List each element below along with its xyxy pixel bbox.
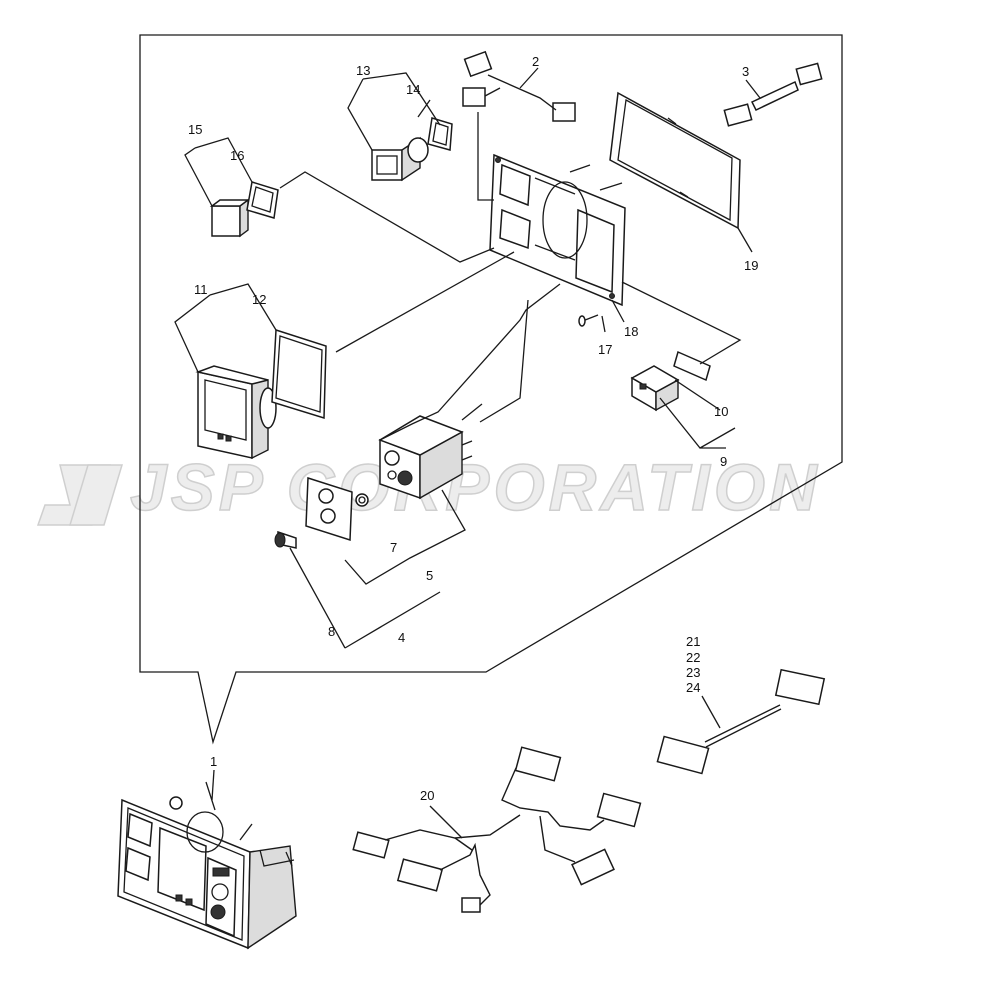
callout-2: 2	[532, 54, 539, 69]
meter-gasket-part	[271, 328, 327, 420]
callout-11: 11	[194, 282, 208, 297]
extension-cable-part	[656, 668, 826, 775]
leader-lines-lower	[211, 695, 721, 839]
main-harness-part	[352, 746, 642, 913]
callout-23: 23	[686, 665, 700, 680]
wire-harness-2-part	[462, 50, 576, 122]
callout-1: 1	[210, 754, 217, 769]
callout-labels: 1 2 3 4 5 7 8 9 10 11 12 13 14 15 16 17 …	[188, 54, 758, 803]
callout-8: 8	[328, 624, 335, 639]
nut-part	[355, 493, 369, 507]
toggle-switch-part	[630, 365, 680, 412]
sensor-cable-part	[723, 62, 823, 127]
callout-3: 3	[742, 64, 749, 79]
callout-7: 7	[390, 540, 397, 555]
callout-4: 4	[398, 630, 405, 645]
callout-24: 24	[686, 680, 700, 695]
watermark-logo	[36, 464, 124, 526]
mounting-bracket-part	[489, 153, 626, 307]
callout-22: 22	[686, 650, 700, 665]
leader-lines	[174, 67, 761, 649]
key-part	[274, 530, 297, 549]
switch-plate-part	[305, 476, 353, 542]
rocker-switch-part	[371, 136, 429, 182]
switch-box-part	[378, 415, 473, 500]
callout-13: 13	[356, 63, 370, 78]
panel-assembly-part	[117, 781, 297, 950]
callout-20: 20	[420, 788, 434, 803]
callout-9: 9	[720, 454, 727, 469]
exploded-view-frame	[139, 34, 843, 745]
screw-part	[578, 314, 599, 327]
callout-14: 14	[406, 82, 420, 97]
callout-10: 10	[714, 404, 728, 419]
callout-18: 18	[624, 324, 638, 339]
callout-17: 17	[598, 342, 612, 357]
callout-19: 19	[744, 258, 758, 273]
switch-gasket-part	[427, 117, 453, 151]
callout-16: 16	[230, 148, 244, 163]
meter-part	[195, 365, 277, 460]
gasket-frame-part	[609, 91, 741, 230]
callout-15: 15	[188, 122, 202, 137]
watermark-text: JSP CORPORATION	[130, 450, 821, 524]
toggle-gasket-part	[673, 350, 711, 382]
callout-5: 5	[426, 568, 433, 583]
callout-12: 12	[252, 292, 266, 307]
callout-21: 21	[686, 634, 700, 649]
blank-plug-part	[209, 198, 251, 238]
plug-gasket-part	[246, 181, 279, 219]
